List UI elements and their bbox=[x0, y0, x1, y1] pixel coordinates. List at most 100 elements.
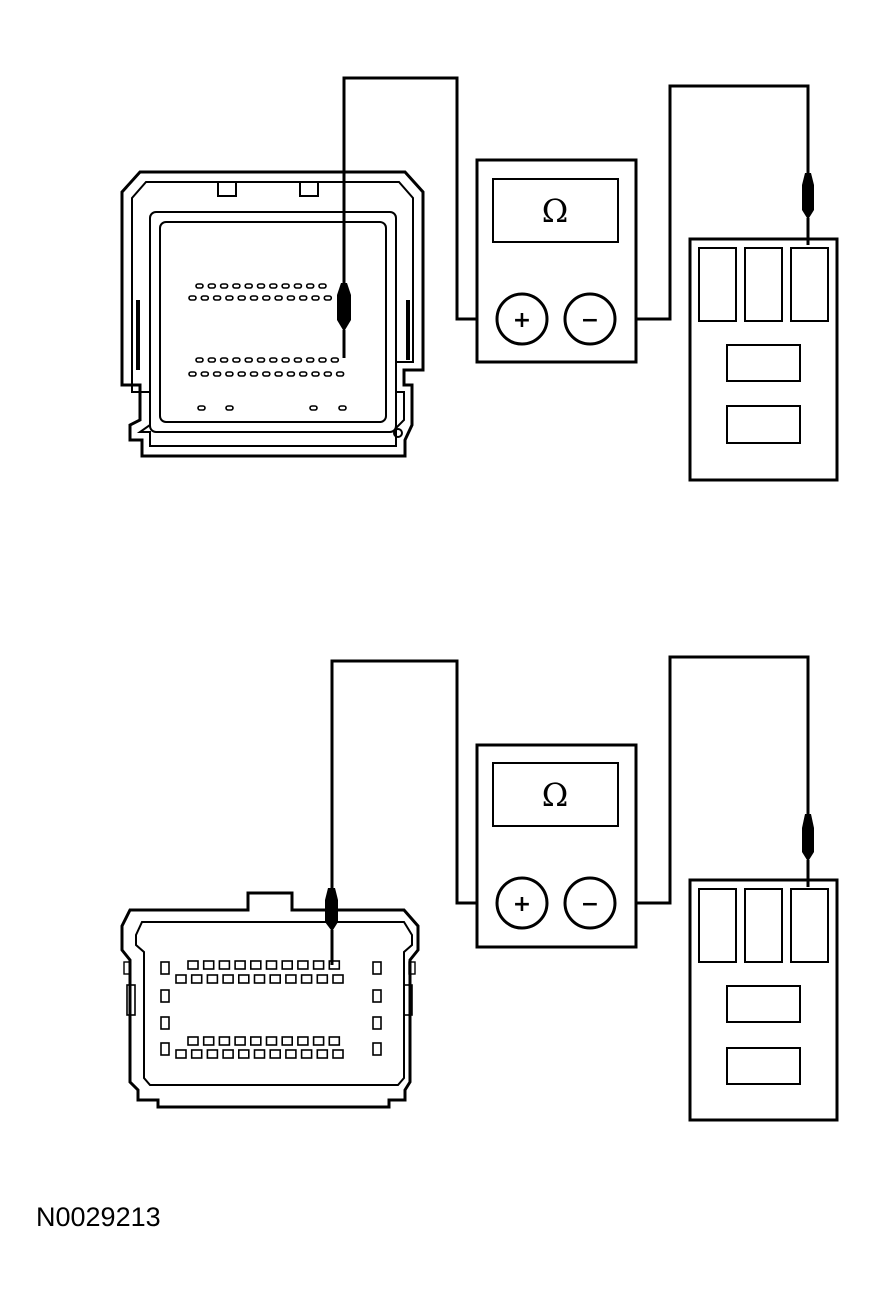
pin-cavity bbox=[312, 1036, 325, 1046]
pin-cavity bbox=[250, 1036, 262, 1046]
bottom-meter-positive-jack bbox=[495, 876, 549, 930]
side-cavity bbox=[372, 989, 382, 1003]
pin-cavity bbox=[232, 357, 241, 363]
pin-cavity bbox=[250, 960, 262, 970]
pin-cavity bbox=[232, 283, 241, 289]
pin-cavity bbox=[206, 1049, 219, 1059]
pin-cavity bbox=[222, 1049, 234, 1059]
pin-cavity bbox=[311, 371, 320, 377]
pin-cavity bbox=[286, 295, 296, 301]
pin-cavity bbox=[265, 960, 278, 970]
top-meter-omega-symbol: Ω bbox=[542, 192, 569, 230]
pin-cavity bbox=[318, 283, 327, 289]
pin-cavity bbox=[285, 1049, 297, 1059]
pin-cavity bbox=[256, 283, 266, 289]
pin-cavity bbox=[281, 960, 294, 970]
top-wires bbox=[342, 76, 810, 321]
top-connector-probe bbox=[337, 283, 351, 358]
pin-cavity bbox=[212, 295, 222, 301]
pin-cavity bbox=[238, 974, 250, 984]
top-test-setup: Ω + − bbox=[120, 76, 839, 482]
side-cavity bbox=[160, 961, 170, 975]
pin-cavity bbox=[297, 1036, 309, 1046]
top-meter-positive-jack bbox=[495, 292, 549, 346]
figure-id: N0029213 bbox=[36, 1202, 161, 1232]
pin-cavity bbox=[261, 295, 271, 301]
bottom-meter-negative-jack bbox=[563, 876, 617, 930]
top-meter-plus-label: + bbox=[513, 308, 531, 333]
pin-cavity bbox=[300, 1049, 313, 1059]
pin-cavity bbox=[187, 960, 199, 970]
pin-cavity bbox=[335, 371, 345, 377]
bottom-test-setup: Ω + − bbox=[120, 655, 839, 1122]
pin-cavity bbox=[195, 283, 204, 289]
pin-cavity bbox=[175, 1049, 187, 1059]
pin-cavity bbox=[253, 974, 266, 984]
pin-cavity bbox=[225, 371, 234, 377]
pin-cavity bbox=[281, 1036, 294, 1046]
pin-cavity bbox=[297, 960, 309, 970]
pin-cavity bbox=[261, 371, 271, 377]
pin-cavity bbox=[238, 1049, 250, 1059]
pin-cavity bbox=[187, 1036, 199, 1046]
pin-cavity bbox=[268, 357, 278, 363]
pin-cavity bbox=[234, 960, 246, 970]
pin-cavity bbox=[206, 974, 219, 984]
pin-cavity bbox=[300, 974, 313, 984]
pin-cavity bbox=[222, 974, 234, 984]
side-cavity bbox=[160, 1016, 170, 1030]
bottom-wires bbox=[330, 655, 810, 905]
pin-cavity bbox=[330, 357, 340, 363]
pin-cavity bbox=[218, 960, 231, 970]
bottom-connector bbox=[120, 891, 420, 1109]
pin-cavity bbox=[188, 295, 197, 301]
bottom-ohmmeter: Ω + − bbox=[475, 743, 638, 949]
pin-cavity bbox=[212, 371, 222, 377]
pin-cavity bbox=[195, 357, 204, 363]
pin-cavity bbox=[338, 405, 347, 411]
bottom-meter-plus-label: + bbox=[513, 892, 531, 917]
pin-cavity bbox=[323, 295, 333, 301]
pin-cavity bbox=[298, 371, 308, 377]
side-cavity bbox=[372, 961, 382, 975]
pin-cavity bbox=[219, 357, 229, 363]
pin-cavity bbox=[323, 371, 333, 377]
side-cavity bbox=[372, 1042, 382, 1056]
pin-cavity bbox=[202, 1036, 215, 1046]
pin-cavity bbox=[253, 1049, 266, 1059]
side-cavity bbox=[372, 1016, 382, 1030]
pin-cavity bbox=[249, 371, 259, 377]
pin-cavity bbox=[305, 283, 315, 289]
pin-cavity bbox=[265, 1036, 278, 1046]
pin-cavity bbox=[200, 371, 210, 377]
pin-cavity bbox=[311, 295, 320, 301]
pin-cavity bbox=[200, 295, 210, 301]
pin-cavity bbox=[293, 357, 303, 363]
pin-cavity bbox=[274, 295, 283, 301]
bottom-connector-cavities bbox=[160, 960, 382, 1059]
side-cavity bbox=[160, 1042, 170, 1056]
pin-cavity bbox=[305, 357, 315, 363]
pin-cavity bbox=[328, 1036, 341, 1046]
top-ohmmeter: Ω + − bbox=[475, 158, 638, 364]
top-connector bbox=[120, 170, 425, 458]
pin-cavity bbox=[269, 1049, 282, 1059]
pin-cavity bbox=[219, 283, 229, 289]
pin-cavity bbox=[188, 371, 197, 377]
pin-cavity bbox=[281, 357, 290, 363]
top-connector-pin-rows bbox=[188, 283, 347, 411]
pin-cavity bbox=[197, 405, 206, 411]
pin-cavity bbox=[237, 371, 246, 377]
pin-cavity bbox=[274, 371, 283, 377]
pin-cavity bbox=[312, 960, 325, 970]
pin-cavity bbox=[318, 357, 327, 363]
pin-cavity bbox=[269, 974, 282, 984]
top-meter-minus-label: − bbox=[581, 308, 599, 333]
bottom-box-probe bbox=[802, 814, 814, 887]
pin-cavity bbox=[244, 283, 253, 289]
pin-cavity bbox=[332, 1049, 344, 1059]
top-box-probe bbox=[802, 173, 814, 245]
pin-cavity bbox=[218, 1036, 231, 1046]
pin-cavity bbox=[286, 371, 296, 377]
